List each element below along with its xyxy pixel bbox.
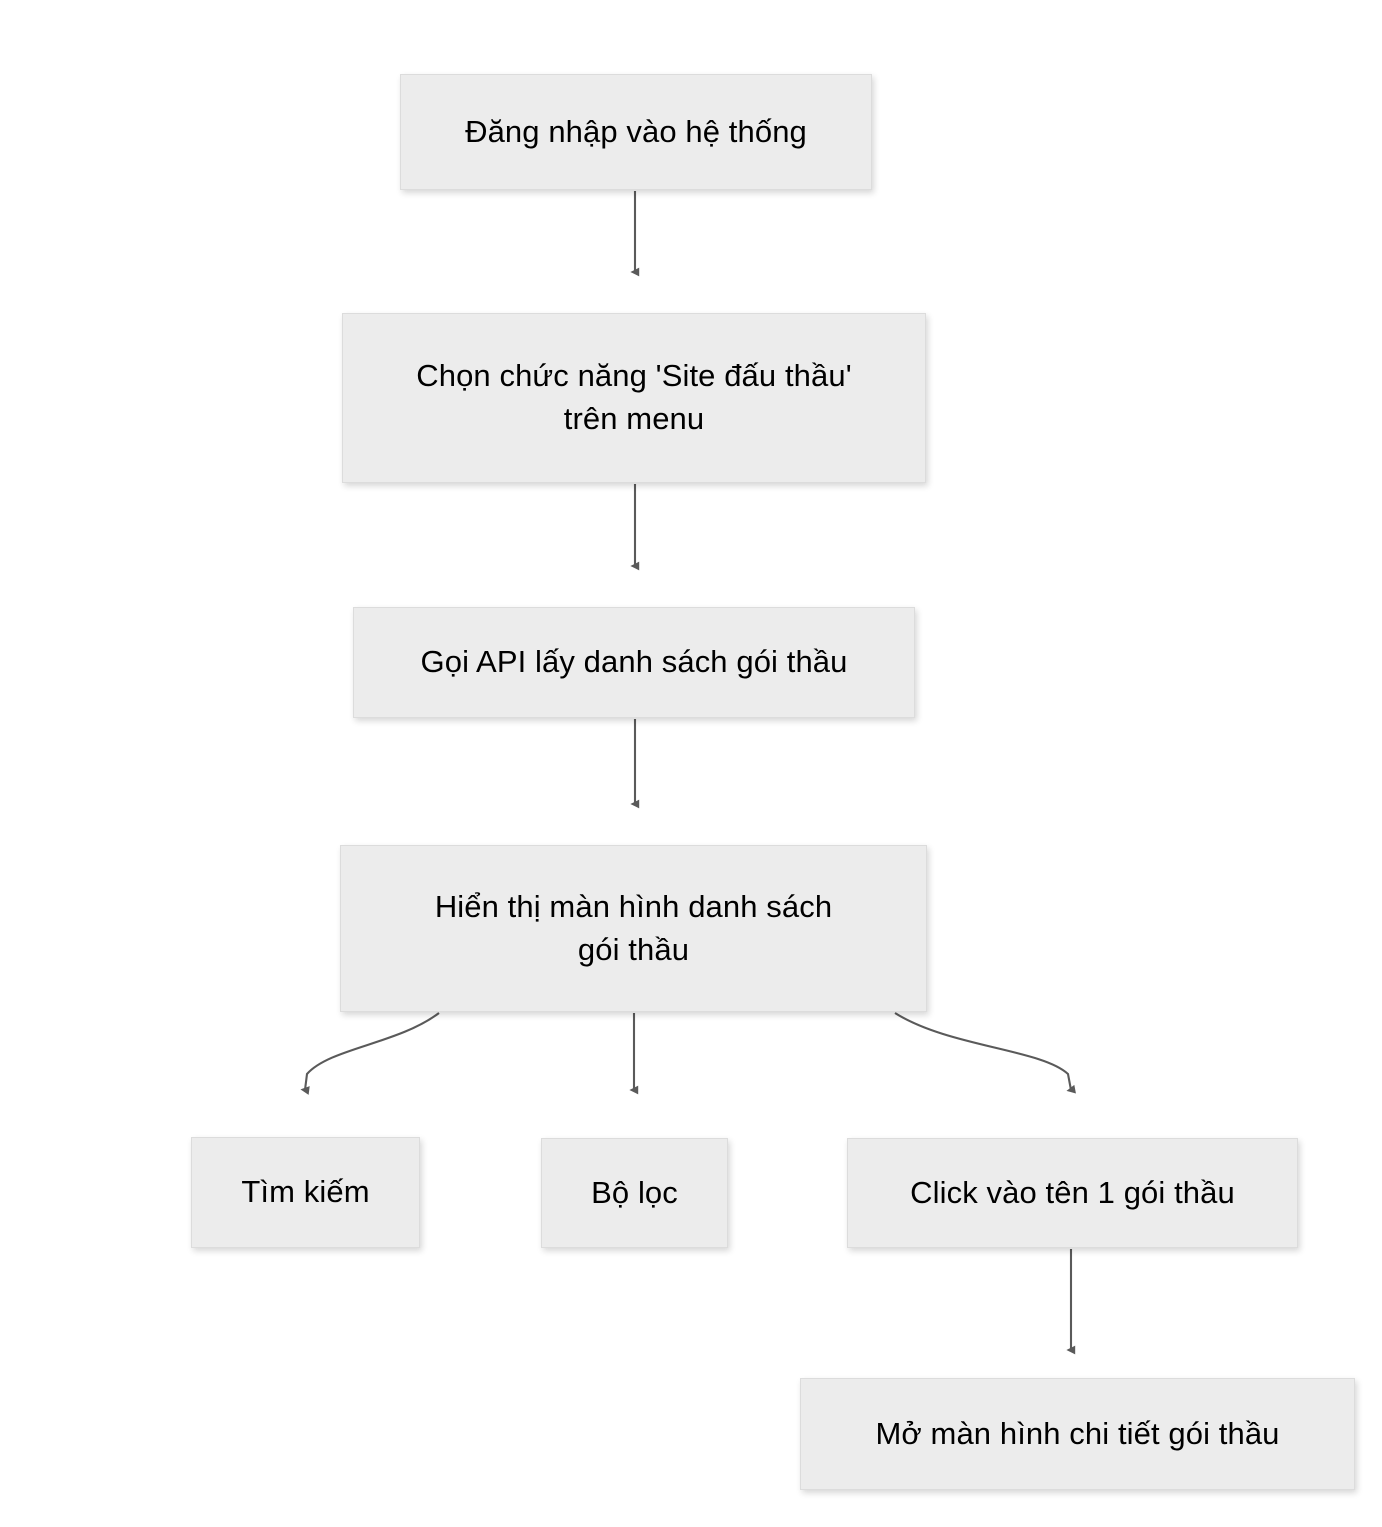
node-show-list[interactable]: Hiển thị màn hình danh sách gói thầu <box>340 845 927 1012</box>
node-select-function[interactable]: Chọn chức năng 'Site đấu thầu' trên menu <box>342 313 926 483</box>
edge-show-list-to-click-name <box>894 1012 1076 1094</box>
node-click-name[interactable]: Click vào tên 1 gói thầu <box>847 1138 1298 1248</box>
node-filter[interactable]: Bộ lọc <box>541 1138 728 1248</box>
node-call-api[interactable]: Gọi API lấy danh sách gói thầu <box>353 607 915 718</box>
node-login[interactable]: Đăng nhập vào hệ thống <box>400 74 872 190</box>
node-search[interactable]: Tìm kiếm <box>191 1137 420 1248</box>
edge-show-list-to-search <box>300 1012 440 1095</box>
node-open-detail[interactable]: Mở màn hình chi tiết gói thầu <box>800 1378 1355 1490</box>
